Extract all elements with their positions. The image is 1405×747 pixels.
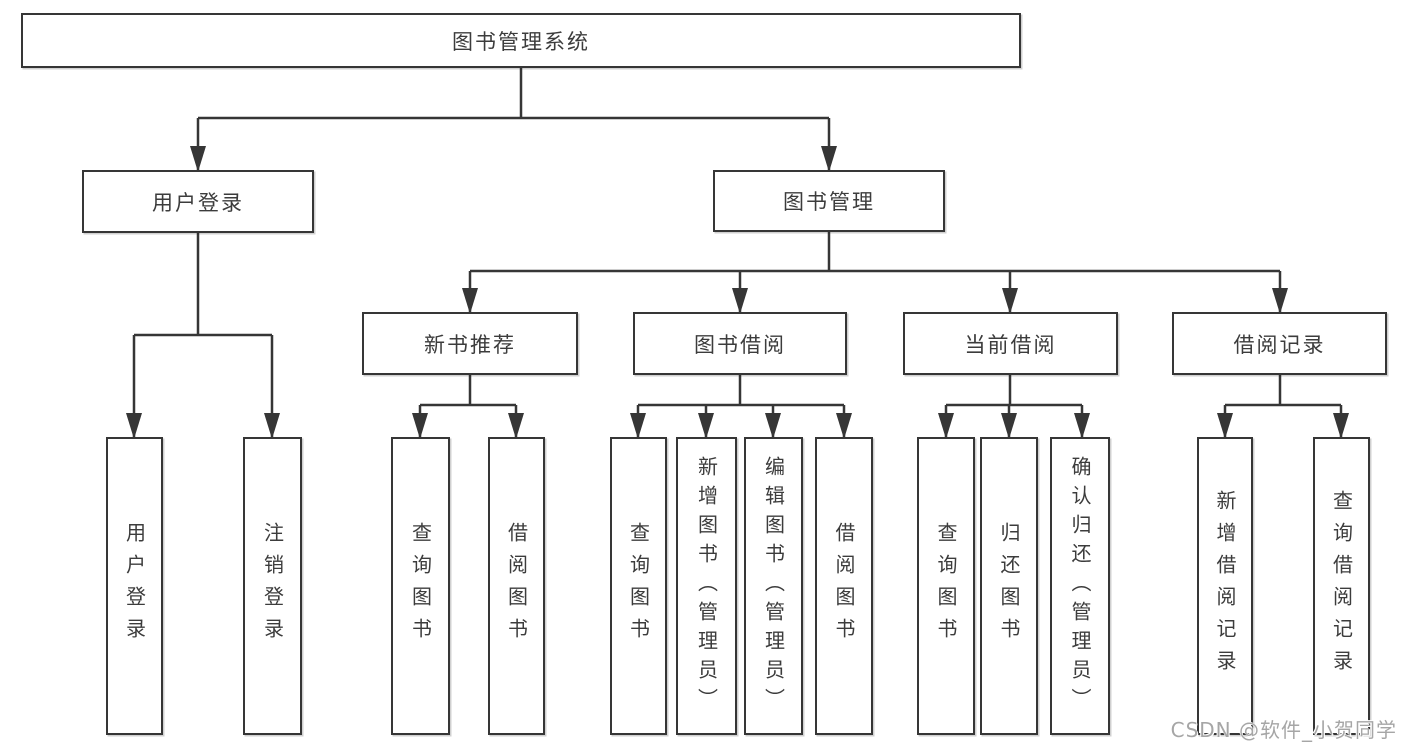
node-leaf-query-books-2-label: 查询图书: [626, 522, 651, 650]
watermark: CSDN @软件_小贺同学: [1170, 718, 1397, 742]
node-new-book-recommend-label: 新书推荐: [424, 332, 516, 357]
node-leaf-query-books-1: 查询图书: [391, 437, 450, 735]
node-root-label: 图书管理系统: [452, 29, 590, 54]
node-leaf-return-books-label: 归还图书: [997, 522, 1021, 650]
node-current-borrow: 当前借阅: [903, 312, 1118, 375]
node-leaf-logout: 注销登录: [243, 437, 302, 735]
node-leaf-borrow-books-1: 借阅图书: [488, 437, 545, 735]
node-leaf-user-login: 用户登录: [106, 437, 163, 735]
node-book-management: 图书管理: [713, 170, 945, 232]
node-leaf-confirm-return-admin-label: 确认归还（管理员）: [1068, 455, 1092, 717]
node-leaf-edit-books-admin-label: 编辑图书（管理员）: [761, 455, 786, 717]
node-leaf-confirm-return-admin: 确认归还（管理员）: [1050, 437, 1110, 735]
node-leaf-borrow-books-1-label: 借阅图书: [504, 522, 529, 650]
node-current-borrow-label: 当前借阅: [964, 332, 1057, 357]
node-leaf-add-borrow-record: 新增借阅记录: [1197, 437, 1253, 735]
node-leaf-borrow-books-2: 借阅图书: [815, 437, 873, 735]
node-book-borrow-label: 图书借阅: [694, 332, 786, 357]
node-borrow-records-label: 借阅记录: [1233, 332, 1326, 357]
node-leaf-add-books-admin-label: 新增图书（管理员）: [694, 455, 719, 717]
node-leaf-query-books-1-label: 查询图书: [408, 522, 433, 650]
node-leaf-query-books-2: 查询图书: [610, 437, 667, 735]
node-leaf-return-books: 归还图书: [980, 437, 1038, 735]
node-leaf-query-books-3-label: 查询图书: [934, 522, 958, 650]
node-book-borrow: 图书借阅: [633, 312, 847, 375]
node-new-book-recommend: 新书推荐: [362, 312, 578, 375]
node-root: 图书管理系统: [21, 13, 1021, 68]
node-book-management-label: 图书管理: [783, 190, 875, 214]
node-leaf-query-books-3: 查询图书: [917, 437, 975, 735]
node-leaf-add-borrow-record-label: 新增借阅记录: [1213, 490, 1237, 682]
node-leaf-user-login-label: 用户登录: [122, 522, 147, 650]
node-leaf-logout-label: 注销登录: [260, 522, 285, 650]
node-leaf-borrow-books-2-label: 借阅图书: [832, 522, 856, 650]
node-leaf-query-borrow-record-label: 查询借阅记录: [1329, 490, 1354, 682]
node-user-login: 用户登录: [82, 170, 314, 233]
node-user-login-label: 用户登录: [152, 190, 244, 215]
node-leaf-edit-books-admin: 编辑图书（管理员）: [744, 437, 803, 735]
node-borrow-records: 借阅记录: [1172, 312, 1387, 375]
node-leaf-add-books-admin: 新增图书（管理员）: [676, 437, 737, 735]
node-leaf-query-borrow-record: 查询借阅记录: [1313, 437, 1370, 735]
